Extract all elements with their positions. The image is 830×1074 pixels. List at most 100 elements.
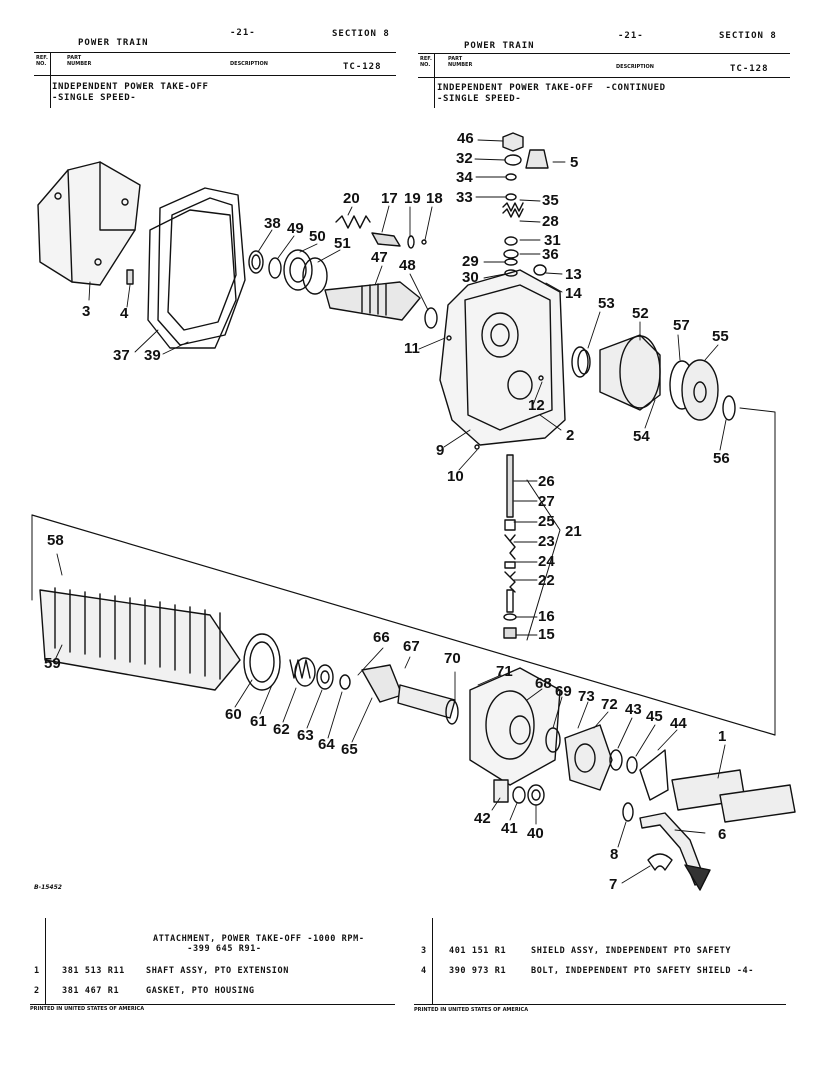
group-title: ATTACHMENT, POWER TAKE-OFF -1000 RPM- -3… <box>153 934 365 954</box>
callout-label: 1 <box>718 728 727 745</box>
callout-label: 4 <box>120 305 129 322</box>
callout-label: 69 <box>555 683 572 700</box>
callout-label: 39 <box>144 347 161 364</box>
section-number: SECTION 8 <box>332 29 390 39</box>
col-ref-header: REF. NO. <box>36 55 48 67</box>
subtitle: INDEPENDENT POWER TAKE-OFF -SINGLE SPEED… <box>52 82 209 103</box>
ref-number: 4 <box>421 966 427 976</box>
part-description: SHIELD ASSY, INDEPENDENT PTO SAFETY <box>531 946 732 956</box>
clutch-plates-drawing <box>39 587 241 691</box>
ref-number: 1 <box>34 966 40 976</box>
printed-notice: PRINTED IN UNITED STATES OF AMERICA <box>30 1006 145 1012</box>
callout-label: 20 <box>343 190 360 207</box>
callout-label: 7 <box>609 876 618 893</box>
callout-label: 24 <box>538 553 555 570</box>
figure-id: B-15452 <box>34 884 62 891</box>
callout-label: 2 <box>566 427 575 444</box>
callout-label: 46 <box>457 130 474 147</box>
callout-label: 45 <box>646 708 663 725</box>
ref-number: 2 <box>34 986 40 996</box>
callout-label: 9 <box>436 442 445 459</box>
printed-notice: PRINTED IN UNITED STATES OF AMERICA <box>414 1007 529 1013</box>
callout-label: 53 <box>598 295 615 312</box>
callout-label: 17 <box>381 190 398 207</box>
callout-label: 59 <box>44 655 61 672</box>
callout-label: 13 <box>565 266 582 283</box>
callout-label: 31 <box>544 232 561 249</box>
section-title: POWER TRAIN <box>78 38 149 48</box>
callout-label: 34 <box>456 169 473 186</box>
callout-label: 22 <box>538 572 555 589</box>
part-number: 401 151 R1 <box>449 946 507 956</box>
section-number: SECTION 8 <box>719 31 777 41</box>
part-description: SHAFT ASSY, PTO EXTENSION <box>146 966 289 976</box>
callout-label: 15 <box>538 626 555 643</box>
part-number: 390 973 R1 <box>449 966 507 976</box>
callout-label: 50 <box>309 228 326 245</box>
callout-label: 48 <box>399 257 416 274</box>
callout-label: 73 <box>578 688 595 705</box>
pto-housing-drawing <box>439 269 566 446</box>
callout-label: 6 <box>718 826 727 843</box>
callout-label: 66 <box>373 629 390 646</box>
callout-label: 43 <box>625 701 642 718</box>
callout-label: 5 <box>570 154 579 171</box>
callout-label: 25 <box>538 513 555 530</box>
tc-code: TC-128 <box>730 64 769 74</box>
callout-label: 36 <box>542 246 559 263</box>
col-ref-header: REF. NO. <box>420 56 432 68</box>
callout-label: 41 <box>501 820 518 837</box>
callout-label: 62 <box>273 721 290 738</box>
page-number: -21- <box>618 31 644 41</box>
callout-label: 27 <box>538 493 555 510</box>
callout-label: 49 <box>287 220 304 237</box>
callout-label: 14 <box>565 285 582 302</box>
callout-label: 11 <box>404 340 420 357</box>
callout-label: 8 <box>610 846 619 863</box>
callout-label: 44 <box>670 715 687 732</box>
callout-label: 28 <box>542 213 559 230</box>
gasket-drawing <box>157 187 246 346</box>
callout-label: 56 <box>713 450 730 467</box>
callout-label: 55 <box>712 328 729 345</box>
col-part-header: PART NUMBER <box>67 55 92 67</box>
callout-label: 21 <box>565 523 582 540</box>
callout-label: 32 <box>456 150 473 167</box>
callout-label: 3 <box>82 303 91 320</box>
callout-label: 18 <box>426 190 443 207</box>
callout-label: 63 <box>297 727 314 744</box>
col-desc-header: DESCRIPTION <box>230 61 268 67</box>
callout-label: 60 <box>225 706 242 723</box>
col-part-header: PART NUMBER <box>448 56 473 68</box>
callout-label: 47 <box>371 249 388 266</box>
callout-label: 30 <box>462 269 479 286</box>
part-description: GASKET, PTO HOUSING <box>146 986 255 996</box>
callout-label: 38 <box>264 215 281 232</box>
page-number: -21- <box>230 28 256 38</box>
callout-label: 19 <box>404 190 421 207</box>
callout-label: 54 <box>633 428 650 445</box>
part-number: 381 513 R11 <box>62 966 125 976</box>
safety-shield-drawing <box>37 161 141 286</box>
callout-label: 12 <box>528 397 545 414</box>
callout-label: 37 <box>113 347 130 364</box>
callout-label: 65 <box>341 741 358 758</box>
callout-label: 71 <box>496 663 513 680</box>
callout-label: 67 <box>403 638 420 655</box>
col-desc-header: DESCRIPTION <box>616 64 654 70</box>
callout-label: 35 <box>542 192 559 209</box>
callout-label: 72 <box>601 696 618 713</box>
callout-label: 68 <box>535 675 552 692</box>
callout-label: 29 <box>462 253 479 270</box>
callout-label: 42 <box>474 810 491 827</box>
callout-label: 52 <box>632 305 649 322</box>
callout-label: 10 <box>447 468 464 485</box>
callout-label: 61 <box>250 713 267 730</box>
callout-label: 70 <box>444 650 461 667</box>
callout-label: 57 <box>673 317 690 334</box>
callout-label: 16 <box>538 608 555 625</box>
callout-label: 58 <box>47 532 64 549</box>
callout-label: 26 <box>538 473 555 490</box>
callout-label: 33 <box>456 189 473 206</box>
